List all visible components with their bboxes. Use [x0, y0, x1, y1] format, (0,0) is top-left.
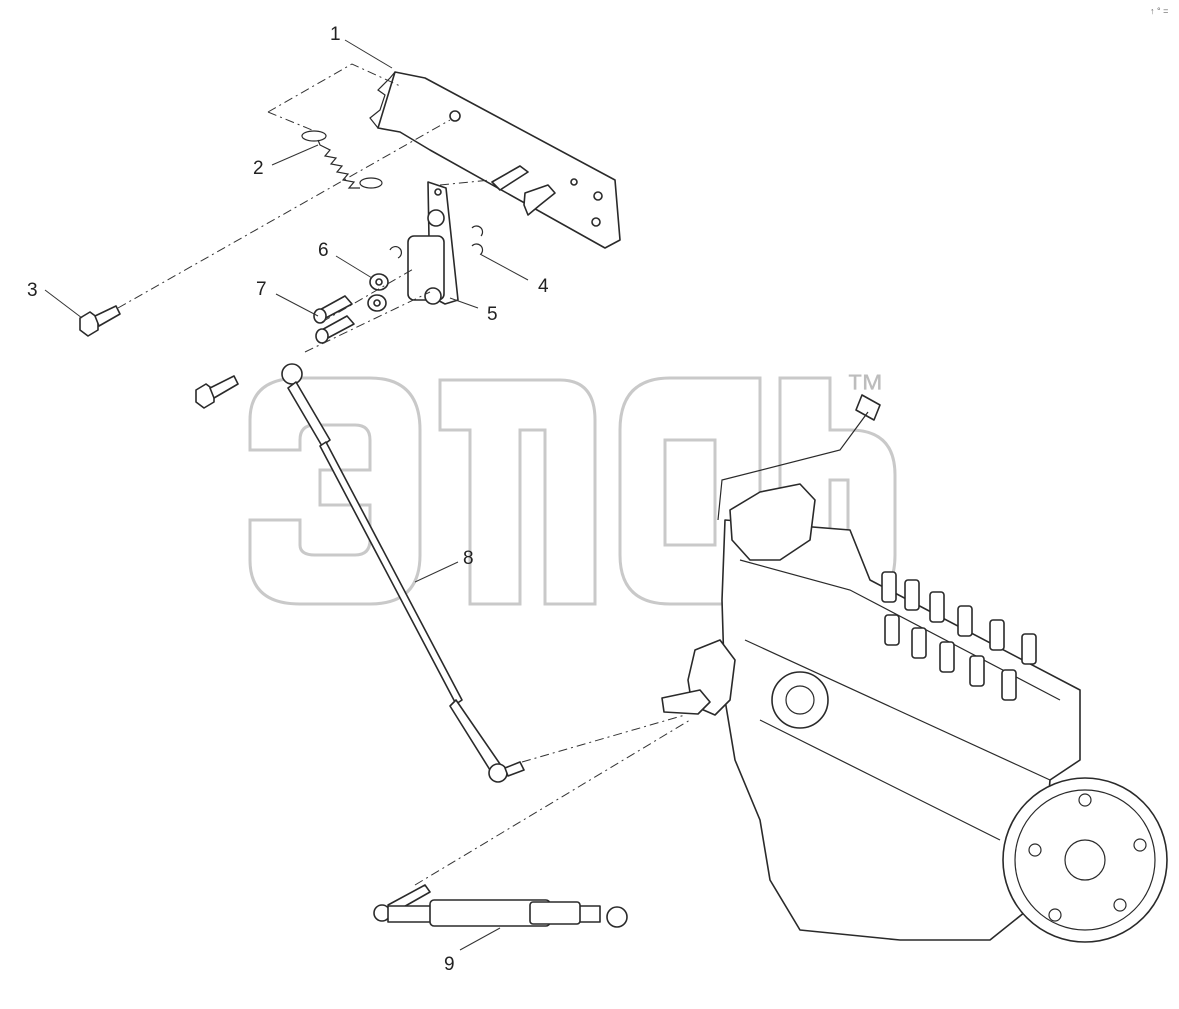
- part-3-bolt: [79, 305, 121, 337]
- callout-4: 4: [538, 276, 549, 297]
- part-4-circlips: [389, 225, 484, 259]
- assembly-lines: [117, 63, 691, 886]
- injector-outlets: [881, 571, 1037, 701]
- callout-7: 7: [256, 279, 267, 300]
- part-7-pins: [313, 295, 355, 344]
- callout-8: 8: [463, 548, 474, 569]
- callout-5: 5: [487, 304, 498, 325]
- part-8-rod: [281, 363, 525, 783]
- bolt-upper: [195, 375, 239, 409]
- callout-labels: 1 2 3 4 5 6 7 8 9: [27, 24, 549, 975]
- part-9-rod-assembly: [373, 884, 628, 928]
- callout-1: 1: [330, 24, 341, 45]
- callout-2: 2: [253, 158, 264, 179]
- injection-pump: [661, 394, 1168, 943]
- part-2-spring: [301, 130, 383, 189]
- callout-6: 6: [318, 240, 329, 261]
- corner-mark: ↑ ° =: [1150, 6, 1168, 16]
- leader-lines: [44, 39, 529, 951]
- part-5-lever: [407, 181, 459, 305]
- part-1-bracket: [369, 71, 621, 249]
- callout-3: 3: [27, 280, 38, 301]
- part-6-washers: [367, 273, 389, 312]
- callout-9: 9: [444, 954, 455, 975]
